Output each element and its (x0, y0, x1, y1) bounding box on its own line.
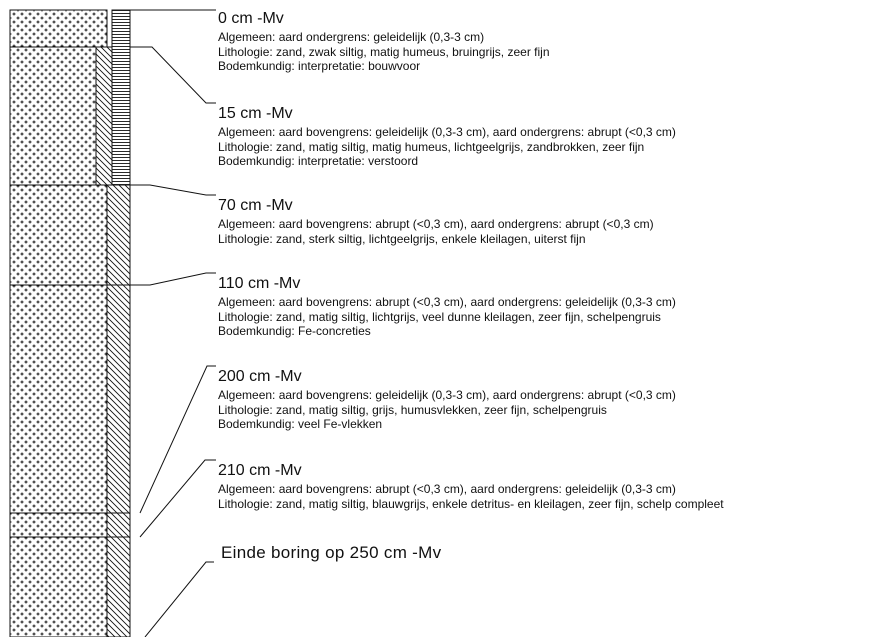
clay-column-top (95, 46, 113, 186)
depth-label: 110 cm -Mv (218, 275, 301, 292)
depth-label: 200 cm -Mv (218, 368, 302, 385)
leader-lines (130, 9, 216, 637)
depth-label: 0 cm -Mv (218, 10, 284, 27)
layer-description: 70 cm -Mv Algemeen: aard bovengrens: abr… (218, 197, 654, 246)
description-lithology: Lithologie: zand, matig siltig, grijs, h… (218, 402, 607, 417)
description-lithology: Lithologie: zand, matig siltig, blauwgri… (218, 496, 724, 511)
description-lithology: Lithologie: zand, zwak siltig, matig hum… (218, 44, 550, 59)
layer-description: 210 cm -Mv Algemeen: aard bovengrens: ab… (218, 462, 724, 511)
description-general: Algemeen: aard bovengrens: abrupt (<0,3 … (218, 482, 676, 496)
humus-column-top (111, 9, 131, 186)
layer-description: 0 cm -Mv Algemeen: aard ondergrens: gele… (218, 10, 550, 74)
description-lithology: Lithologie: zand, matig siltig, lichtgri… (218, 309, 661, 324)
layer-description: 200 cm -Mv Algemeen: aard bovengrens: ge… (218, 368, 676, 432)
description-soil: Bodemkundig: Fe-concreties (218, 324, 371, 338)
description-soil: Bodemkundig: interpretatie: verstoord (218, 154, 419, 168)
description-general: Algemeen: aard bovengrens: abrupt (<0,3 … (218, 295, 676, 309)
description-general: Algemeen: aard bovengrens: abrupt (<0,3 … (218, 217, 654, 231)
lithology-column (9, 9, 108, 637)
description-soil: Bodemkundig: veel Fe-vlekken (218, 417, 383, 431)
layer-description: 15 cm -Mv Algemeen: aard bovengrens: gel… (218, 105, 676, 169)
clay-column (106, 184, 131, 637)
depth-label: 70 cm -Mv (218, 197, 293, 214)
end-of-boring-label: Einde boring op 250 cm -Mv (221, 543, 442, 562)
description-general: Algemeen: aard bovengrens: geleidelijk (… (218, 388, 676, 402)
depth-label: 210 cm -Mv (218, 462, 302, 479)
description-general: Algemeen: aard bovengrens: geleidelijk (… (218, 125, 676, 139)
depth-label: 15 cm -Mv (218, 105, 293, 122)
description-soil: Bodemkundig: interpretatie: bouwvoor (218, 59, 421, 73)
description-lithology: Lithologie: zand, matig siltig, matig hu… (218, 139, 645, 154)
description-general: Algemeen: aard ondergrens: geleidelijk (… (218, 30, 485, 44)
description-lithology: Lithologie: zand, sterk siltig, lichtgee… (218, 231, 586, 246)
layer-boundaries (10, 46, 130, 538)
layer-description: 110 cm -Mv Algemeen: aard bovengrens: ab… (218, 275, 676, 339)
